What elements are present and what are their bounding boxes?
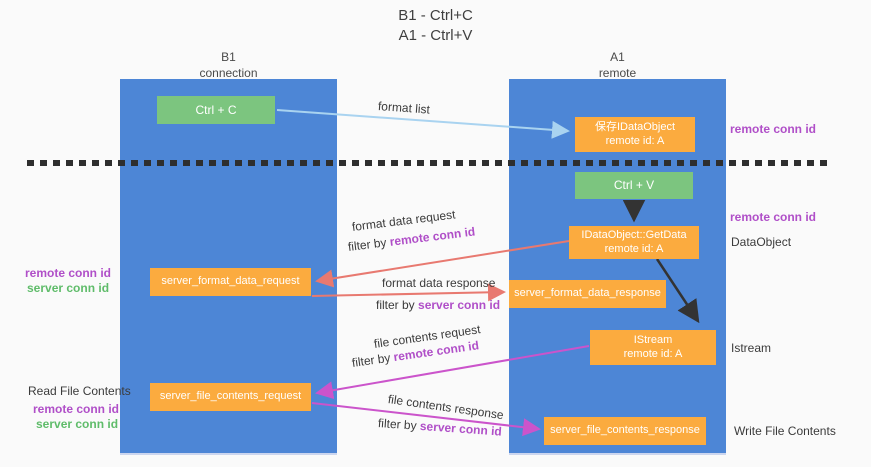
diagram-title: B1 - Ctrl+C A1 - Ctrl+V [0, 6, 871, 47]
save-idataobject-line1: 保存IDataObject [594, 120, 676, 133]
save-idataobject-line2: remote id: A [605, 134, 665, 147]
format-data-response-label: format data response [382, 276, 496, 290]
lane-a1-role: remote [598, 65, 637, 80]
remote-conn-id-left-2: remote conn id [33, 402, 120, 416]
write-file-contents-annotation: Write File Contents [734, 424, 836, 438]
remote-conn-id-right-mid: remote conn id [730, 210, 817, 224]
getdata-line1: IDataObject::GetData [581, 228, 687, 241]
filter-server-conn-id-label-1: filter by server conn id [376, 298, 501, 312]
server-conn-id-left-2: server conn id [36, 417, 119, 431]
lane-b1-role: connection [199, 65, 258, 80]
server-file-contents-response-label: server_file_contents_response [550, 424, 700, 437]
lane-b1-name: B1 [221, 50, 236, 64]
istream-line2: remote id: A [623, 347, 683, 360]
node-ctrl-c: Ctrl + C [157, 96, 275, 124]
node-server-file-contents-request: server_file_contents_request [150, 383, 311, 411]
title-line-a1: A1 - Ctrl+V [398, 27, 473, 45]
node-ctrl-c-label: Ctrl + C [195, 102, 237, 117]
node-server-file-contents-response: server_file_contents_response [544, 417, 706, 445]
istream-line1: IStream [633, 333, 673, 346]
node-server-format-data-response: server_format_data_response [509, 280, 666, 308]
server-file-contents-request-label: server_file_contents_request [159, 390, 302, 403]
dashed-separator-line [27, 160, 833, 166]
server-format-data-request-label: server_format_data_request [161, 275, 300, 288]
getdata-line2: remote id: A [604, 242, 664, 255]
node-istream: IStream remote id: A [590, 330, 716, 365]
node-ctrl-v: Ctrl + V [575, 172, 693, 199]
server-format-data-response-label: server_format_data_response [514, 287, 661, 300]
read-file-contents-annotation: Read File Contents [28, 384, 131, 398]
remote-conn-id-right-top: remote conn id [730, 122, 817, 136]
server-conn-id-left-1: server conn id [27, 281, 110, 295]
dataobject-annotation: DataObject [731, 235, 792, 249]
node-ctrl-v-label: Ctrl + V [613, 178, 655, 192]
node-idataobject-getdata: IDataObject::GetData remote id: A [569, 226, 699, 259]
lane-header-a1: A1 remote [509, 50, 726, 81]
node-save-idataobject: 保存IDataObject remote id: A [575, 117, 695, 152]
istream-annotation: Istream [731, 341, 772, 355]
format-list-label: format list [377, 99, 431, 117]
remote-conn-id-left-1: remote conn id [25, 266, 112, 280]
format-data-response-arrow [311, 283, 506, 302]
title-line-b1: B1 - Ctrl+C [398, 7, 473, 24]
lane-a1-name: A1 [610, 50, 625, 64]
node-server-format-data-request: server_format_data_request [150, 268, 311, 296]
lane-header-b1: B1 connection [120, 50, 337, 81]
